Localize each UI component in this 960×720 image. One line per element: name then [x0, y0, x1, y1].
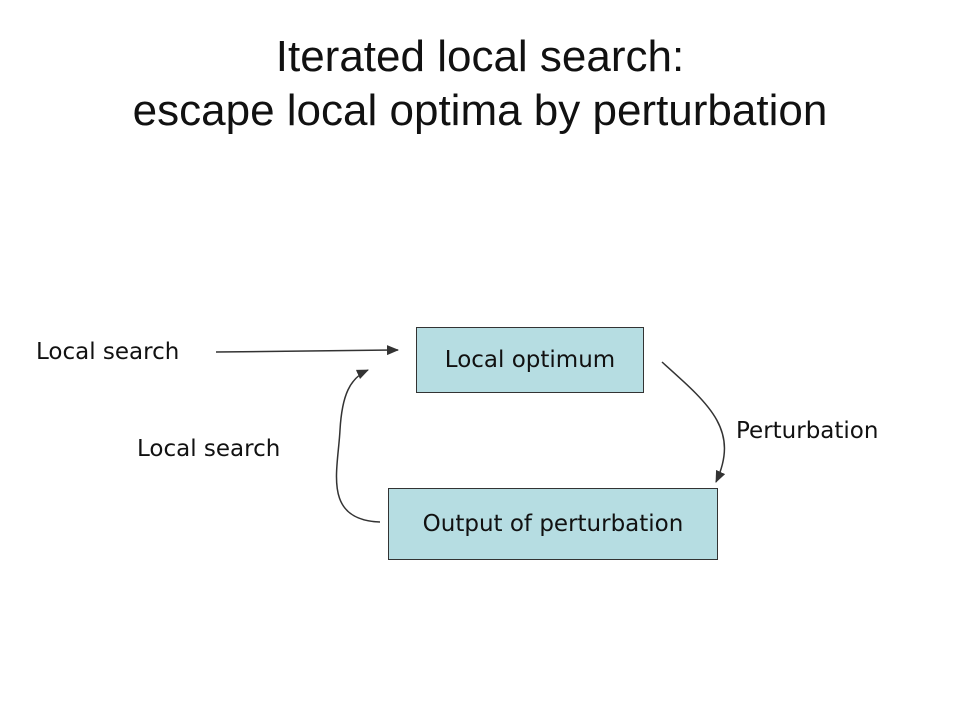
node-output-label: Output of perturbation: [422, 511, 684, 537]
edge-local-search-entry: [215, 345, 399, 356]
node-output-of-perturbation: Output of perturbation: [388, 488, 718, 560]
title-line-1: Iterated local search:: [275, 32, 685, 81]
node-local-optimum-label: Local optimum: [444, 347, 616, 373]
edge-label-local-search-entry: Local search: [36, 339, 180, 365]
slide-title: Iterated local search: escape local opti…: [0, 30, 960, 138]
edge-local-search-loop: [335, 369, 381, 523]
edge-label-perturbation: Perturbation: [736, 418, 879, 444]
edge-label-local-search-loop: Local search: [137, 436, 281, 462]
edge-perturbation: [661, 361, 726, 483]
title-line-2: escape local optima by perturbation: [132, 86, 828, 135]
node-local-optimum: Local optimum: [416, 327, 644, 393]
